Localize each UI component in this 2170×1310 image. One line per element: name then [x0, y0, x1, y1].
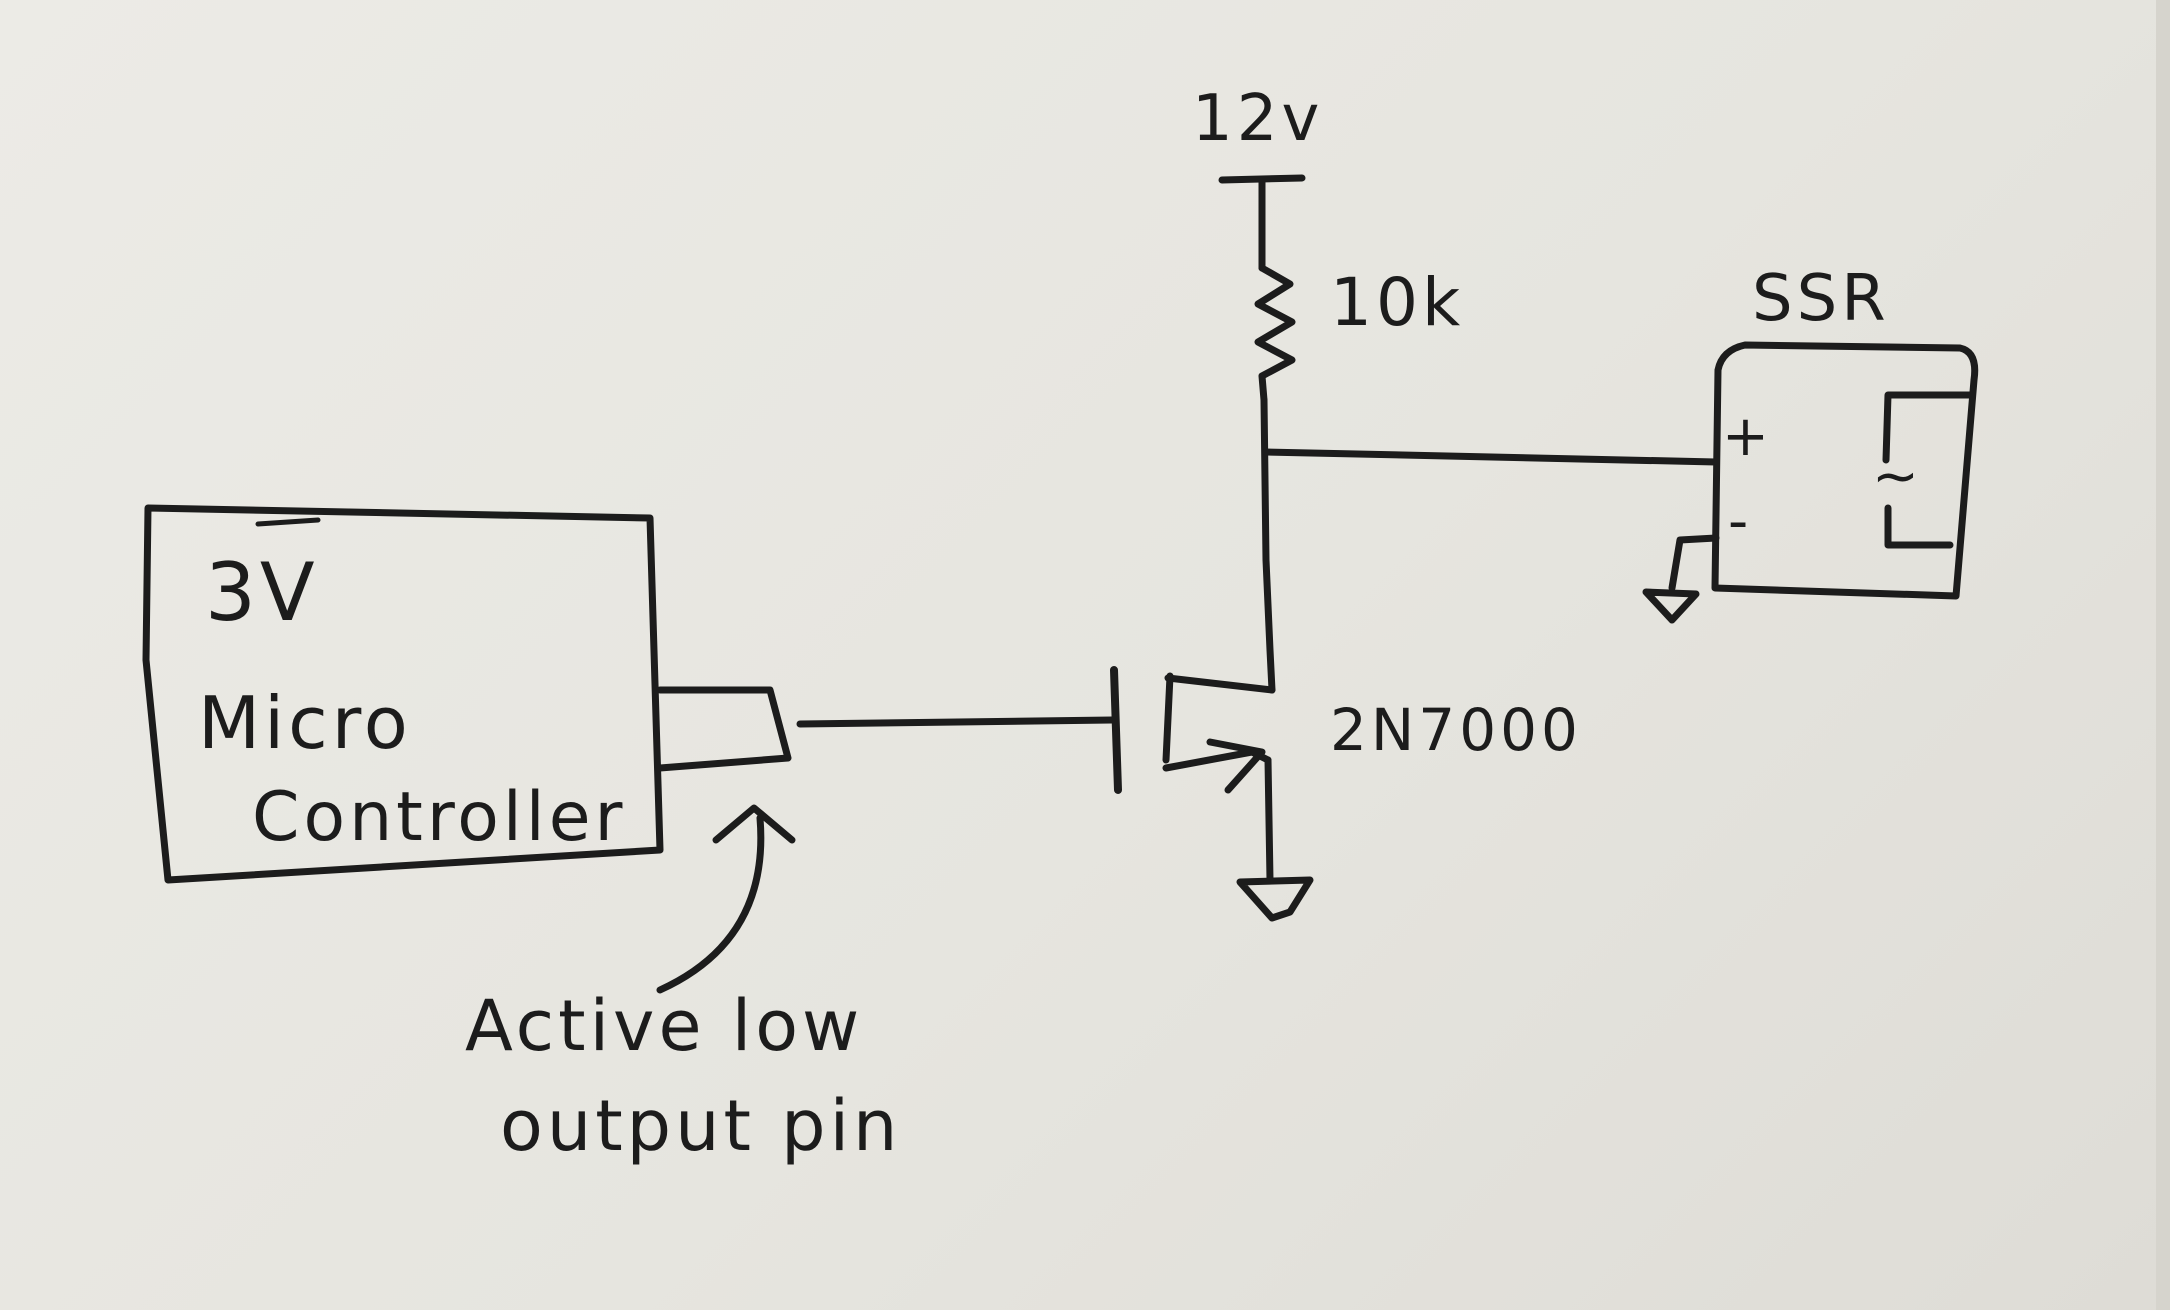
transistor-label: 2N7000	[1330, 696, 1582, 764]
output-pin	[656, 686, 792, 772]
wire-to-ssr-plus	[1262, 448, 1720, 466]
ssr-output-top	[1882, 391, 1976, 464]
ssr-box	[1711, 341, 1979, 600]
transistor-channel	[1162, 672, 1174, 764]
mcu-voltage-label: 3V	[205, 546, 319, 639]
wire-source-to-ground	[1264, 756, 1274, 884]
annotation-arrow-head-icon	[712, 804, 796, 844]
ssr-ground-icon	[1642, 588, 1700, 624]
resistor-10k	[1254, 264, 1296, 404]
annotation-line2: output pin	[500, 1085, 901, 1167]
ssr-minus-label: -	[1728, 489, 1752, 554]
annotation-arrow-shaft	[656, 814, 765, 994]
transistor-gate-plate	[1110, 666, 1122, 794]
wire-to-gate	[796, 716, 1116, 728]
transistor-ground-icon	[1236, 876, 1314, 922]
ssr-plus-label: +	[1722, 404, 1773, 469]
paper-edge	[2156, 0, 2170, 1310]
mcu-label-line1: Micro	[198, 681, 412, 765]
supply-label: 12v	[1192, 82, 1323, 156]
wire-ssr-ground	[1668, 534, 1720, 592]
microcontroller-box	[142, 504, 664, 884]
transistor-drain-lead	[1164, 674, 1276, 694]
ssr-ac-symbol: ~	[1872, 444, 1923, 509]
mcu-label-line2: Controller	[252, 778, 627, 857]
wire-drain	[1260, 396, 1276, 694]
mcu-box-stroke	[255, 517, 321, 527]
ssr-output-bottom	[1884, 504, 1954, 549]
transistor-arrow-icon	[1206, 738, 1266, 794]
annotation-line1: Active low	[465, 985, 863, 1067]
ssr-label: SSR	[1752, 262, 1890, 336]
resistor-label: 10k	[1330, 264, 1464, 341]
